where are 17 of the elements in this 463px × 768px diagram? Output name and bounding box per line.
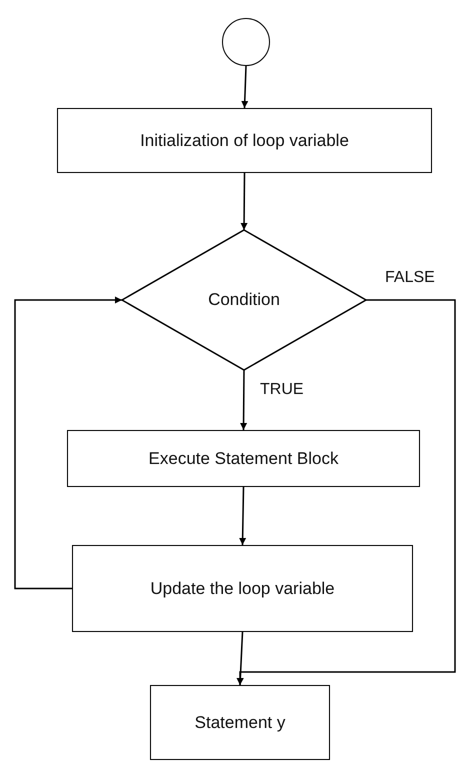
arrow	[241, 66, 248, 108]
process-box	[57, 108, 432, 173]
node-text: Update the loop variable	[149, 578, 336, 600]
arrow	[240, 370, 248, 430]
process-box	[72, 545, 413, 632]
decision-diamond	[122, 230, 366, 370]
arrow	[239, 486, 246, 546]
node-text: Initialization of loop variable	[139, 130, 350, 152]
arrow	[240, 173, 248, 230]
process-box	[67, 430, 420, 487]
arrow	[236, 299, 456, 685]
node-text: Statement y	[194, 712, 286, 734]
process-box	[150, 685, 330, 760]
node-text: Condition	[207, 289, 281, 312]
node-text: Execute Statement Block	[148, 448, 340, 470]
arrow	[14, 296, 122, 590]
start-circle	[222, 18, 270, 66]
